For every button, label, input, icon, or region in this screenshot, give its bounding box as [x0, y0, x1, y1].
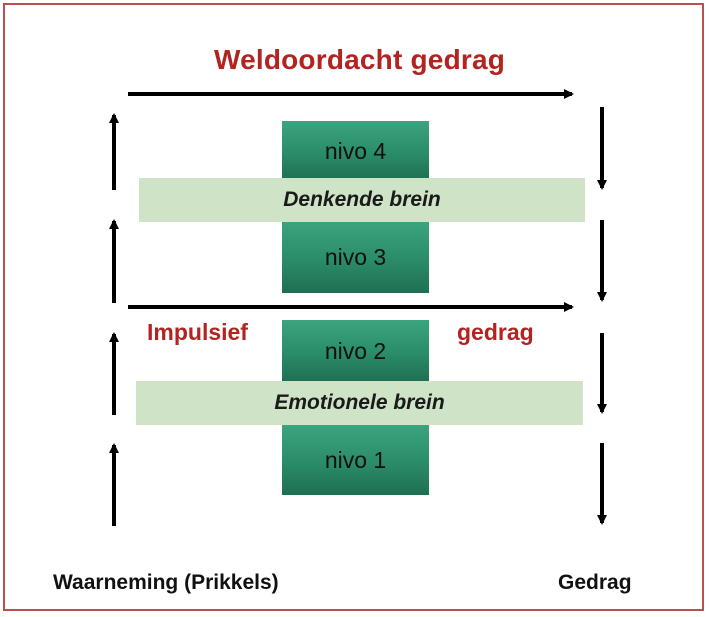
level-box-3: nivo 3	[282, 221, 429, 293]
impulsive-label: Impulsief	[147, 319, 248, 345]
impulsive-behavior-label: gedrag	[457, 319, 534, 345]
diagram-frame	[3, 3, 704, 611]
level-box-2: nivo 2	[282, 320, 429, 382]
level-box-1: nivo 1	[282, 425, 429, 495]
level-box-4: nivo 4	[282, 121, 429, 181]
band-thinking-brain: Denkende brein	[139, 178, 585, 222]
behavior-label: Gedrag	[558, 571, 632, 594]
perception-label: Waarneming (Prikkels)	[53, 571, 279, 594]
band-emotional-brain: Emotionele brein	[136, 381, 583, 425]
title-reflective-behavior: Weldoordacht gedrag	[213, 44, 506, 75]
